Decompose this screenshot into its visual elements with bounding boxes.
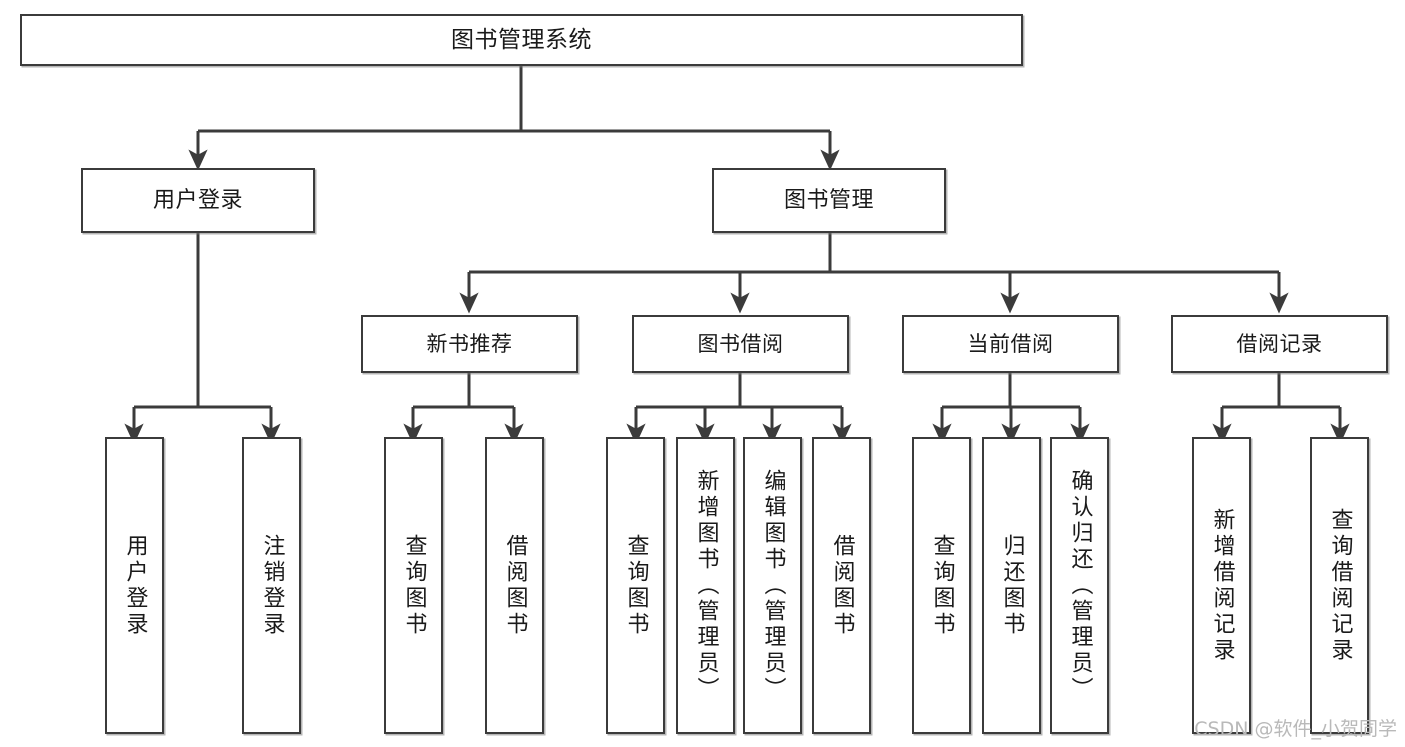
leaf-new-book-borrow-label: 借阅图书	[502, 533, 528, 638]
leaf-book-borrow-add-label: 新增图书（管理员）	[693, 468, 719, 703]
leaf-current-borrow-query[interactable]: 查询图书	[912, 437, 971, 734]
leaf-user-login-signin[interactable]: 用户登录	[105, 437, 164, 734]
leaf-book-borrow-query-label: 查询图书	[623, 533, 649, 638]
leaf-book-borrow-edit[interactable]: 编辑图书（管理员）	[743, 437, 802, 734]
node-book-borrow-label: 图书借阅	[697, 331, 784, 356]
leaf-new-book-borrow[interactable]: 借阅图书	[485, 437, 544, 734]
node-book-management[interactable]: 图书管理	[712, 168, 946, 233]
node-user-login-label: 用户登录	[152, 187, 243, 213]
leaf-current-borrow-confirm-return-label: 确认归还（管理员）	[1067, 468, 1093, 703]
leaf-borrow-record-query-label: 查询借阅记录	[1327, 507, 1353, 664]
leaf-book-borrow-edit-label: 编辑图书（管理员）	[760, 468, 786, 703]
node-new-book-recommend-label: 新书推荐	[426, 331, 513, 356]
leaf-book-borrow-lend-label: 借阅图书	[829, 533, 855, 638]
leaf-current-borrow-return-label: 归还图书	[999, 533, 1025, 638]
node-root-system[interactable]: 图书管理系统	[20, 14, 1023, 66]
watermark-text: CSDN @软件_小贺同学	[1194, 718, 1397, 740]
leaf-book-borrow-add[interactable]: 新增图书（管理员）	[676, 437, 735, 734]
leaf-new-book-query[interactable]: 查询图书	[384, 437, 443, 734]
node-borrow-record-label: 借阅记录	[1236, 331, 1323, 356]
node-book-borrow[interactable]: 图书借阅	[632, 315, 849, 373]
leaf-borrow-record-add[interactable]: 新增借阅记录	[1192, 437, 1251, 734]
leaf-user-login-signin-label: 用户登录	[122, 533, 148, 638]
node-current-borrow[interactable]: 当前借阅	[902, 315, 1119, 373]
leaf-current-borrow-return[interactable]: 归还图书	[982, 437, 1041, 734]
leaf-book-borrow-query[interactable]: 查询图书	[606, 437, 665, 734]
leaf-borrow-record-add-label: 新增借阅记录	[1209, 507, 1235, 664]
leaf-new-book-query-label: 查询图书	[401, 533, 427, 638]
node-user-login[interactable]: 用户登录	[81, 168, 315, 233]
leaf-current-borrow-confirm-return[interactable]: 确认归还（管理员）	[1050, 437, 1109, 734]
node-book-management-label: 图书管理	[783, 187, 874, 213]
leaf-current-borrow-query-label: 查询图书	[929, 533, 955, 638]
leaf-user-login-signout[interactable]: 注销登录	[242, 437, 301, 734]
node-new-book-recommend[interactable]: 新书推荐	[361, 315, 578, 373]
node-root-system-label: 图书管理系统	[451, 26, 592, 53]
leaf-user-login-signout-label: 注销登录	[259, 533, 285, 638]
node-borrow-record[interactable]: 借阅记录	[1171, 315, 1388, 373]
leaf-book-borrow-lend[interactable]: 借阅图书	[812, 437, 871, 734]
leaf-borrow-record-query[interactable]: 查询借阅记录	[1310, 437, 1369, 734]
node-current-borrow-label: 当前借阅	[967, 331, 1054, 356]
